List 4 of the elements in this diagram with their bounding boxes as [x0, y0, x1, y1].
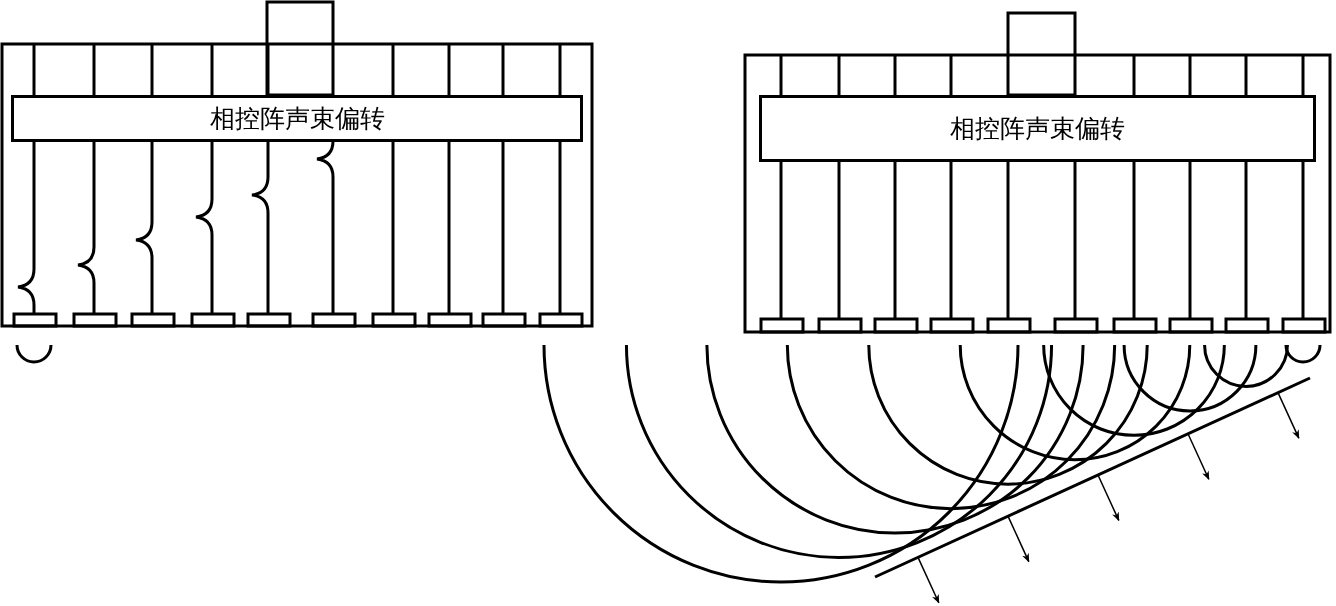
bar-label: 相控阵声束偏转	[209, 103, 385, 135]
bar-label: 相控阵声束偏转	[950, 113, 1125, 145]
controller-bar	[759, 95, 1316, 162]
controller-bar	[11, 95, 583, 142]
